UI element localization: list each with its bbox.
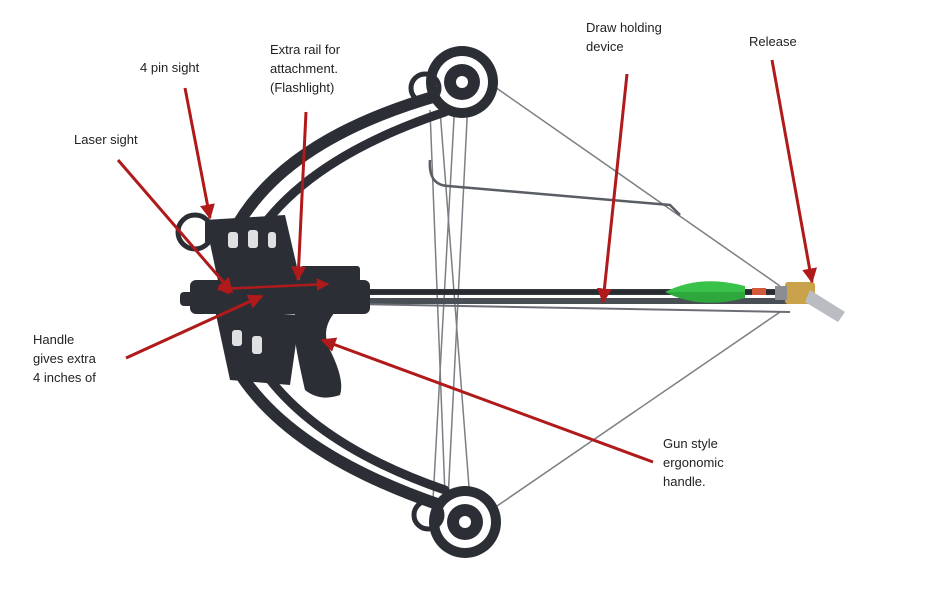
upper-cam	[408, 46, 498, 118]
label-handle: Handle gives extra 4 inches of	[33, 332, 96, 385]
label-extra-rail: Extra rail for attachment. (Flashlight)	[270, 42, 341, 95]
riser-body	[190, 215, 370, 398]
label-laser-sight: Laser sight	[74, 132, 138, 147]
release-pointer	[770, 59, 817, 284]
laser-sight-pointer	[116, 159, 234, 294]
extra-rail-pointer	[291, 111, 308, 282]
draw-holding-cord	[428, 159, 681, 216]
draw-holding-pointer	[596, 73, 629, 304]
handle-pointer	[125, 294, 264, 360]
pin-sight-pointer	[183, 87, 215, 220]
label-release: Release	[749, 34, 797, 49]
label-draw-holding-device: Draw holding device	[586, 20, 662, 54]
label-4-pin-sight: 4 pin sight	[140, 60, 200, 75]
release-mechanism	[775, 282, 845, 322]
laser-sight-body	[180, 292, 220, 306]
lower-cam	[411, 486, 501, 558]
arrow-bolt	[330, 281, 775, 303]
gun-handle-pointer	[320, 337, 654, 464]
label-gun-style-handle: Gun style ergonomic handle.	[663, 436, 724, 489]
rail-length-arrow	[216, 278, 330, 295]
